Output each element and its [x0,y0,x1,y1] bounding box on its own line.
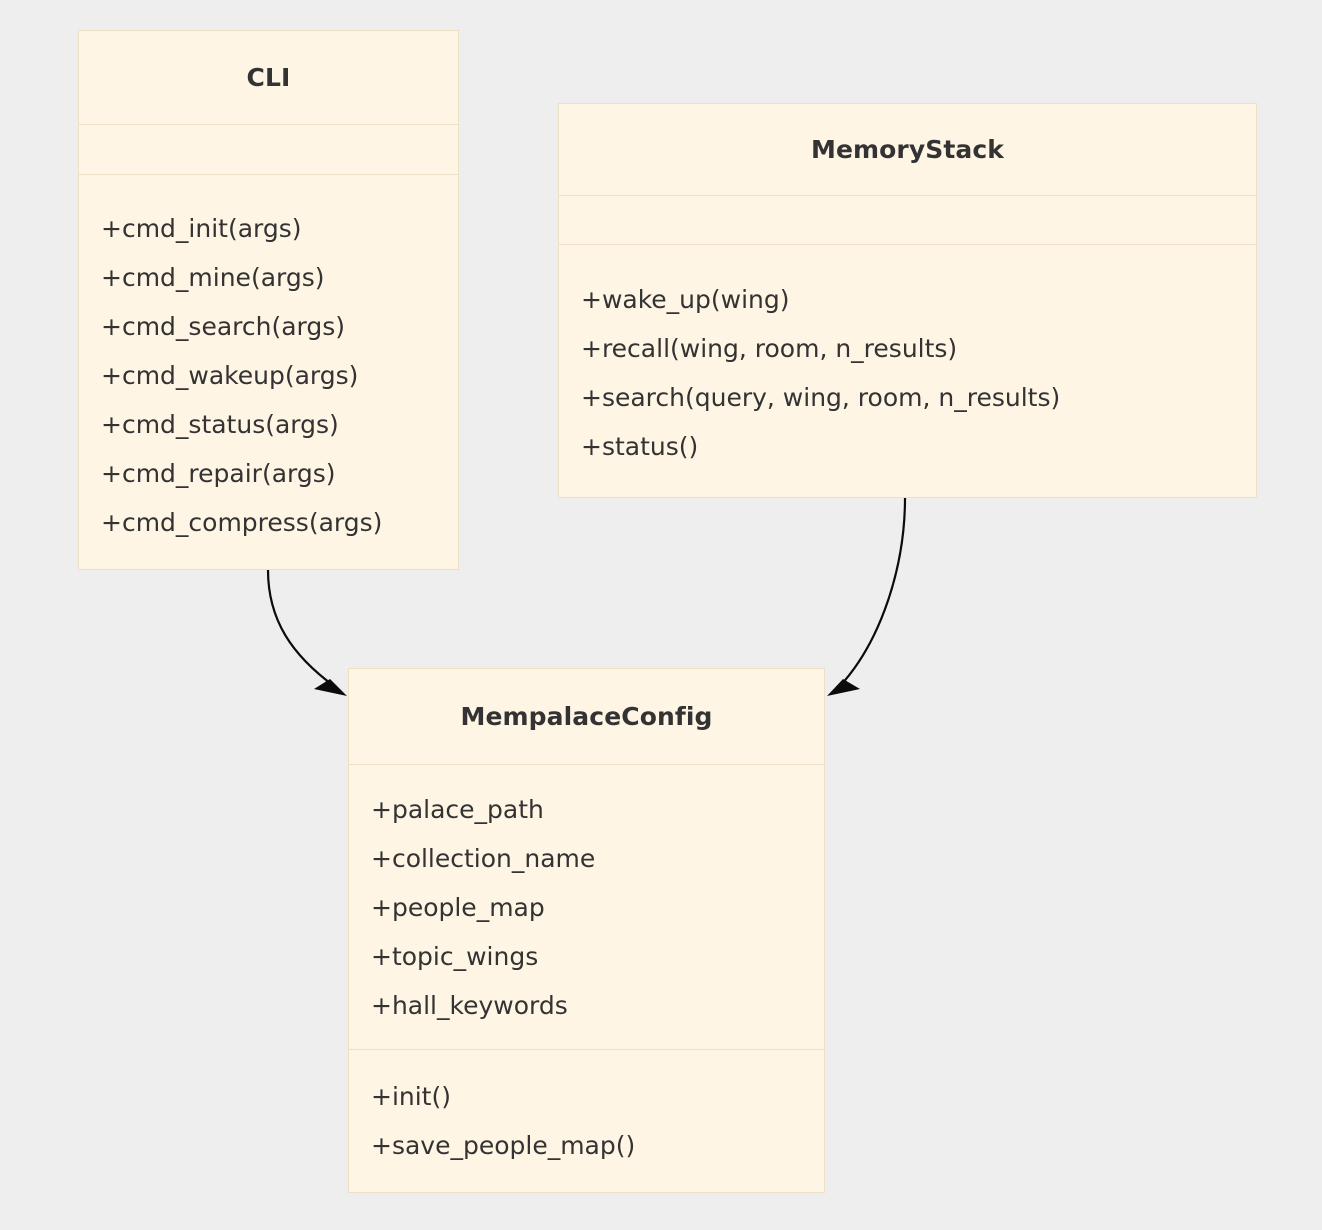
class-title-row-mempalaceconfig: MempalaceConfig [349,669,824,765]
class-attributes-section-cli [79,125,458,175]
method-row: +search(query, wing, room, n_results) [581,383,1061,412]
class-title-row-cli: CLI [79,31,458,125]
method-row: +cmd_wakeup(args) [101,360,359,390]
method-row: +init() [371,1082,451,1111]
attribute-row: +collection_name [371,843,596,873]
method-row: +save_people_map() [371,1131,636,1160]
class-name-memorystack: MemoryStack [810,135,1005,164]
attribute-row: +topic_wings [371,941,539,971]
method-row: +status() [581,432,699,461]
class-box-mempalaceconfig[interactable]: MempalaceConfig +palace_path +collection… [348,668,825,1193]
class-attributes-section-memorystack [559,196,1256,245]
class-name-cli: CLI [246,63,291,92]
class-name-mempalaceconfig: MempalaceConfig [460,702,713,731]
edge-cli-to-mempalaceconfig [266,569,347,696]
class-attributes-section-mempalaceconfig: +palace_path +collection_name +people_ma… [349,765,824,1050]
class-methods-section-memorystack: +wake_up(wing) +recall(wing, room, n_res… [559,245,1256,497]
class-box-cli[interactable]: CLI +cmd_init(args) +cmd_mine(args) +cmd… [78,30,459,570]
attribute-row: +palace_path [371,794,544,824]
class-box-memorystack[interactable]: MemoryStack +wake_up(wing) +recall(wing,… [558,103,1257,498]
method-row: +recall(wing, room, n_results) [581,334,958,363]
method-row: +cmd_mine(args) [101,262,325,292]
attribute-row: +hall_keywords [371,990,568,1020]
class-title-row-memorystack: MemoryStack [559,104,1256,196]
class-methods-section-cli: +cmd_init(args) +cmd_mine(args) +cmd_sea… [79,175,458,569]
attribute-row: +people_map [371,892,545,922]
method-row: +cmd_search(args) [101,311,346,341]
method-row: +wake_up(wing) [581,285,790,314]
edge-memorystack-to-mempalaceconfig [827,497,907,696]
method-row: +cmd_init(args) [101,213,302,243]
method-row: +cmd_compress(args) [101,507,383,537]
class-methods-section-mempalaceconfig: +init() +save_people_map() [349,1050,824,1192]
method-row: +cmd_repair(args) [101,458,336,488]
method-row: +cmd_status(args) [101,409,339,439]
